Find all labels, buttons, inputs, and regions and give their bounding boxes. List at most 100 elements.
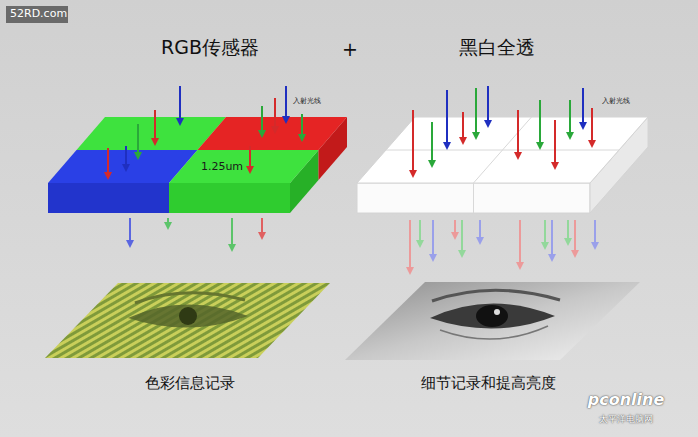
light-ray xyxy=(591,220,599,250)
red-filter xyxy=(198,117,348,150)
ray-shaft xyxy=(551,220,553,256)
ray-head xyxy=(282,116,290,124)
ray-shaft xyxy=(125,146,127,166)
ray-head xyxy=(541,242,549,250)
mono-image xyxy=(345,282,640,360)
ray-head xyxy=(484,120,492,128)
light-ray xyxy=(406,220,414,275)
light-ray xyxy=(429,220,437,262)
watermark: 太平洋电脑网 xyxy=(599,414,653,424)
ray-shaft xyxy=(461,220,463,252)
ray-head xyxy=(459,137,467,145)
ray-shaft xyxy=(591,108,593,142)
eyelid xyxy=(440,326,548,339)
blue-front-face xyxy=(48,183,169,213)
ray-shaft xyxy=(285,86,287,118)
light-ray xyxy=(541,220,549,250)
ray-head xyxy=(476,237,484,245)
eye-shape xyxy=(128,304,248,327)
watermark: pconline xyxy=(588,391,665,409)
ray-head xyxy=(122,164,130,172)
eye-shape xyxy=(430,303,555,328)
ray-head xyxy=(571,250,579,258)
light-ray xyxy=(258,218,266,240)
ray-head xyxy=(472,132,480,140)
ray-shaft xyxy=(454,220,456,234)
ray-shaft xyxy=(582,88,584,124)
light-ray xyxy=(588,108,596,148)
green-front-face xyxy=(169,183,290,213)
ray-head xyxy=(406,267,414,275)
panel-heading: RGB传感器 xyxy=(161,37,259,59)
light-ray xyxy=(536,100,544,150)
image-caption: 色彩信息记录 xyxy=(145,375,235,392)
ray-shaft xyxy=(554,120,556,164)
ray-shaft xyxy=(479,220,481,239)
plus-sign: + xyxy=(342,39,358,61)
light-ray xyxy=(579,88,587,130)
light-ray xyxy=(126,218,134,248)
eye-iris xyxy=(476,305,508,327)
ray-head xyxy=(258,130,266,138)
light-ray xyxy=(472,88,480,140)
ray-head xyxy=(134,152,142,160)
ray-head xyxy=(298,134,306,142)
image-caption: 细节记录和提高亮度 xyxy=(421,375,556,392)
eye-highlight xyxy=(494,309,500,315)
ray-shaft xyxy=(301,114,303,136)
ray-shaft xyxy=(231,218,233,246)
light-ray xyxy=(151,110,159,146)
eyebrow xyxy=(432,290,560,301)
light-ray xyxy=(571,220,579,258)
mono-sensor xyxy=(357,117,648,213)
ray-shaft xyxy=(409,220,411,269)
light-ray xyxy=(514,110,522,160)
watermark: 52RD.com xyxy=(10,8,67,21)
ray-head xyxy=(228,244,236,252)
ray-shaft xyxy=(539,100,541,144)
ray-shaft xyxy=(274,98,276,128)
color-image xyxy=(45,283,330,358)
ray-shaft xyxy=(544,220,546,244)
ray-head xyxy=(551,162,559,170)
light-ray xyxy=(428,122,436,168)
light-ray xyxy=(548,220,556,262)
ray-head xyxy=(246,166,254,174)
light-ray xyxy=(451,220,459,240)
ray-head xyxy=(176,118,184,126)
green-filter xyxy=(169,150,319,183)
ray-head xyxy=(271,126,279,134)
ray-shaft xyxy=(419,220,421,242)
light-ray xyxy=(122,146,130,172)
ray-shaft xyxy=(487,86,489,122)
light-ray xyxy=(176,86,184,126)
ray-shaft xyxy=(249,146,251,168)
light-ray xyxy=(258,106,266,138)
ray-head xyxy=(548,254,556,262)
light-ray xyxy=(566,100,574,140)
light-ray xyxy=(164,218,172,230)
ray-head xyxy=(429,254,437,262)
ray-head xyxy=(164,222,172,230)
ray-shaft xyxy=(567,220,569,240)
light-ray xyxy=(409,110,417,178)
ray-head xyxy=(591,242,599,250)
ray-shaft xyxy=(261,218,263,234)
ray-head xyxy=(416,240,424,248)
light-ray xyxy=(104,148,112,180)
light-ray xyxy=(516,220,524,270)
ray-head xyxy=(451,232,459,240)
light-ray xyxy=(134,124,142,160)
ray-head xyxy=(258,232,266,240)
light-ray xyxy=(458,220,466,258)
ray-head xyxy=(536,142,544,150)
ray-shaft xyxy=(594,220,596,244)
light-ray xyxy=(551,120,559,170)
light-ray xyxy=(564,220,572,246)
ray-head xyxy=(514,152,522,160)
ray-shaft xyxy=(412,110,414,172)
ray-head xyxy=(428,160,436,168)
ray-head xyxy=(151,138,159,146)
